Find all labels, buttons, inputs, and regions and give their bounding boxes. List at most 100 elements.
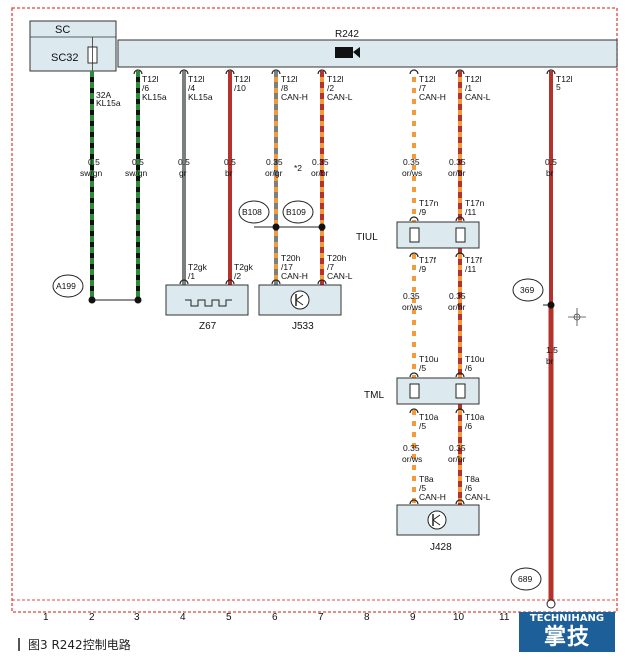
footnote-marker: *2	[294, 163, 302, 173]
pin-label: /1	[465, 83, 472, 93]
signal-label: KL15a	[188, 92, 213, 102]
pin-label: T17f	[465, 255, 483, 265]
connector-pin	[179, 69, 189, 75]
wires-layer	[88, 69, 556, 609]
pin-label: T8a	[465, 474, 480, 484]
wire-color: or/ws	[402, 168, 422, 178]
wire-size: 0.5	[132, 157, 144, 167]
pin-label: /1	[188, 271, 195, 281]
point-369: 369	[520, 285, 534, 295]
signal-label: CAN-H	[419, 92, 446, 102]
wire-color: sw/gn	[125, 168, 147, 178]
connector-pin	[317, 69, 327, 75]
pin-label: T8a	[419, 474, 434, 484]
junction-dot	[88, 296, 96, 304]
signal-label: CAN-L	[327, 92, 353, 102]
grid-number: 8	[364, 612, 370, 623]
pin-label: /10	[234, 83, 246, 93]
grid-number: 11	[499, 612, 510, 623]
pin-label: T10a	[465, 412, 485, 422]
pin-label: /11	[465, 207, 476, 217]
pin-label: T17n	[465, 198, 485, 208]
pin-label: /2	[327, 83, 334, 93]
wire-size: 0.35	[449, 291, 466, 301]
z67-label: Z67	[199, 321, 217, 332]
connector-pin	[455, 216, 465, 222]
grid-numbers: 1 2 3 4 5 6 7 8 9 10 11	[43, 612, 510, 623]
pin-label: 5	[556, 82, 561, 92]
connector-pin	[271, 69, 281, 75]
junction-dot	[134, 296, 142, 304]
pin-label: /4	[188, 83, 195, 93]
wire-size: 0.35	[403, 443, 420, 453]
connector-pin	[455, 252, 465, 258]
connector-pin	[409, 216, 419, 222]
point-689: 689	[518, 574, 532, 584]
wire-size: 0.35	[312, 157, 329, 167]
pin-label: 32A	[96, 90, 111, 100]
pin-label: /6	[142, 83, 149, 93]
pin-label: T17f	[419, 255, 437, 265]
connector-pin	[317, 279, 327, 285]
figure-caption: 图3 R242控制电路	[18, 636, 131, 653]
signal-label: CAN-L	[465, 492, 491, 502]
frame-border	[11, 7, 618, 613]
grid-number: 4	[180, 612, 186, 623]
pin-label: /17	[281, 262, 293, 272]
watermark-logo: TECHNIHANG 掌技	[519, 612, 615, 652]
r242-label: R242	[335, 29, 359, 40]
reference-points: A199 B108 B109 369 689	[52, 200, 544, 591]
pin-label: /6	[465, 483, 472, 493]
signal-label: CAN-L	[327, 271, 353, 281]
pin-label: T12l	[188, 74, 205, 84]
signal-label: KL15a	[142, 92, 167, 102]
connector-pin	[455, 372, 465, 378]
wire-size: 0.5	[224, 157, 236, 167]
connector-pin	[225, 69, 235, 75]
r242-block: R242	[117, 29, 618, 68]
wire-color: or/br	[448, 168, 466, 178]
pin-label: T10a	[419, 412, 439, 422]
transistor-icon	[427, 510, 447, 530]
wire-size: 0.35	[403, 291, 420, 301]
z67-block: Z67	[165, 284, 249, 332]
pin-label: T2gk	[188, 262, 208, 272]
tml-block: TML	[364, 377, 480, 405]
wire-size: 0.35	[449, 443, 466, 453]
wire-color: br	[546, 168, 554, 178]
pin-label: T12l	[142, 74, 159, 84]
labels-layer: 32A KL15a 0.5 sw/gn T12l /6 KL15a 0.5 sw…	[80, 74, 573, 502]
pin-label: T10u	[419, 354, 439, 364]
grid-number: 10	[453, 612, 465, 623]
connector-pin	[455, 499, 465, 505]
point-b109: B109	[286, 207, 306, 217]
pin-label: /5	[419, 363, 426, 373]
pin-label: T20h	[281, 253, 301, 263]
wire-color: br	[225, 168, 233, 178]
camera-icon	[335, 47, 353, 58]
pin-label: T2gk	[234, 262, 254, 272]
point-b108: B108	[242, 207, 262, 217]
pin-label: T12l	[327, 74, 344, 84]
j428-label: J428	[430, 542, 452, 553]
grid-number: 7	[318, 612, 324, 623]
connector-pin	[409, 499, 419, 505]
pin-label: /7	[327, 262, 334, 272]
connector-pin	[179, 279, 189, 285]
wire-size: 0.5	[88, 157, 100, 167]
ground-terminal	[546, 599, 556, 609]
wire-size: 0.35	[266, 157, 283, 167]
grid-number: 9	[410, 612, 416, 623]
pin-label: /5	[419, 483, 426, 493]
pin-label: T12l	[556, 74, 573, 84]
wire-color: or/br	[448, 302, 466, 312]
heater-element-icon	[185, 299, 232, 307]
connector-pin	[133, 69, 143, 75]
pin-label: /5	[419, 421, 426, 431]
connector-pin	[455, 408, 465, 414]
wire-size: 0.5	[178, 157, 190, 167]
junction-dot	[547, 301, 555, 309]
transistor-icon	[290, 290, 310, 310]
connector-pin	[409, 69, 419, 75]
